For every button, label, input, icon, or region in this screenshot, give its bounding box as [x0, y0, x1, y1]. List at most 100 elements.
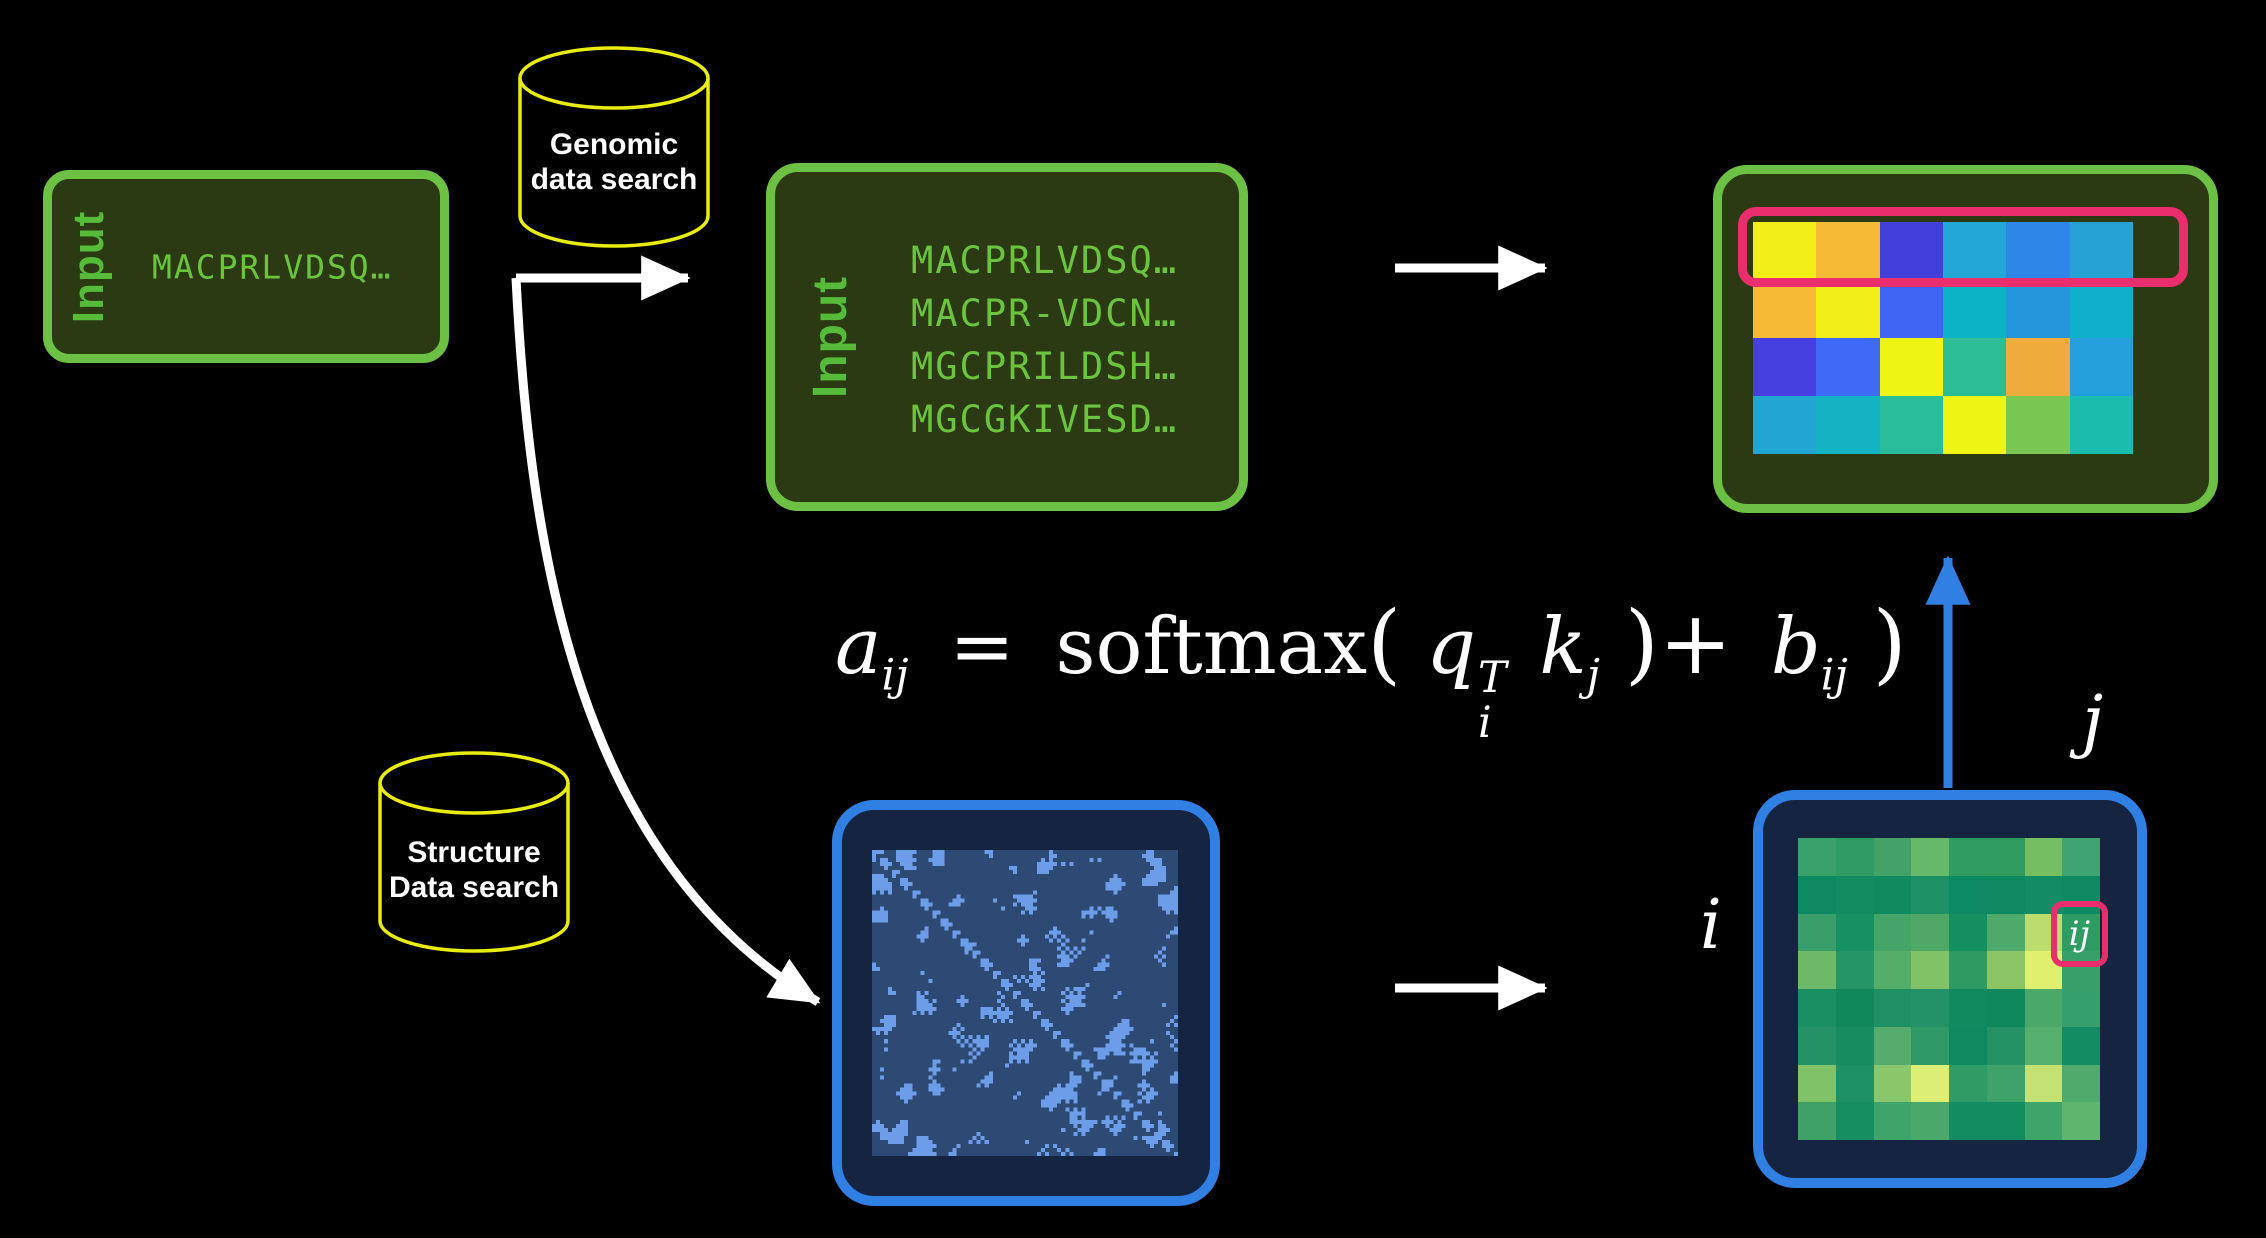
attention-heatmap-cell — [2069, 280, 2133, 338]
attention-row-highlight — [1738, 207, 2188, 287]
pair-heatmap-cell — [2024, 1102, 2063, 1140]
pair-heatmap-cell — [1949, 1102, 1987, 1140]
structure-db-label-line1: Structure — [407, 836, 541, 869]
pair-heatmap-cell — [1949, 951, 1987, 989]
genomic-database: Genomic data search — [513, 36, 715, 256]
structure-db-label-line2: Data search — [388, 870, 560, 904]
pair-cell-highlight-label: ij — [2068, 914, 2091, 954]
formula-close-paren: ) — [1872, 592, 1907, 694]
attention-heatmap-cell — [1753, 222, 1817, 280]
pair-heatmap-cell — [1949, 1064, 1987, 1103]
msa-sequence-line: MACPR-VDCN… — [911, 292, 1179, 335]
msa-sequence-line: MACPRLVDSQ… — [911, 239, 1179, 282]
pair-heatmap-cell — [1949, 838, 1987, 876]
pair-heatmap-cell — [1986, 989, 2025, 1027]
formula-softmax: softmax — [1055, 602, 1368, 692]
pair-heatmap-cell — [1835, 989, 1874, 1027]
pair-heatmap-cell — [1873, 951, 1912, 989]
msa-input-label: Input — [804, 275, 857, 399]
pair-heatmap-cell — [1911, 1102, 1949, 1140]
attention-heatmap-cell — [2069, 338, 2133, 396]
attention-heatmap-cell — [1942, 338, 2007, 396]
attention-heatmap-cell — [1816, 396, 1880, 454]
attention-heatmap-cell — [2006, 222, 2070, 280]
pair-heatmap-cell — [1986, 951, 2025, 989]
formula-open-paren: ( — [1367, 592, 1402, 694]
pair-heatmap-cell — [1873, 1064, 1912, 1103]
pair-heatmap-cell — [1986, 838, 2025, 876]
pair-heatmap-cell — [2062, 989, 2100, 1027]
attention-heatmap-cell — [1816, 222, 1880, 280]
pair-heatmap-cell — [2062, 1064, 2100, 1103]
pair-heatmap-cell — [2062, 951, 2100, 989]
pair-heatmap-cell — [1873, 838, 1912, 876]
pair-heatmap-cell — [1911, 951, 1949, 989]
pair-heatmap-cell — [1835, 875, 1874, 914]
attention-heatmap-cell — [1816, 280, 1880, 338]
formula-bias-sub: ij — [1820, 650, 1848, 701]
pair-heatmap-cell — [1798, 875, 1836, 914]
pair-heatmap-cell — [1986, 1102, 2025, 1140]
row-index-label: i — [1700, 886, 1722, 965]
contact-map-canvas — [872, 850, 1178, 1156]
pair-heatmap-cell — [2062, 1102, 2100, 1140]
attention-heatmap-cell — [1879, 280, 1943, 338]
pair-heatmap-cell — [2062, 1026, 2100, 1065]
attention-heatmap-cell — [2006, 396, 2070, 454]
attention-heatmap-cell — [2069, 396, 2133, 454]
msa-input-box: Input MACPRLVDSQ… MACPR-VDCN… MGCPRILDSH… — [766, 163, 1248, 511]
attention-heatmap-cell — [2006, 280, 2070, 338]
attention-heatmap-cell — [1816, 338, 1880, 396]
attention-heatmap — [1753, 222, 2133, 454]
pair-cell-highlight: ij — [2051, 901, 2108, 967]
attention-heatmap-cell — [2006, 338, 2070, 396]
attention-heatmap-cell — [1879, 338, 1943, 396]
attention-heatmap-cell — [1753, 338, 1817, 396]
pair-heatmap-cell — [2062, 838, 2100, 876]
pair-heatmap-cell — [1873, 1102, 1912, 1140]
pair-heatmap-cell — [1949, 875, 1987, 914]
pair-heatmap-cell — [1873, 875, 1912, 914]
pair-heatmap-cell — [1835, 951, 1874, 989]
structure-database: Structure Data search — [373, 741, 575, 961]
pair-heatmap-cell — [2024, 1064, 2063, 1103]
genomic-db-label-line1: Genomic — [549, 128, 679, 161]
structure-db-label: Structure Data search — [373, 836, 575, 905]
pair-heatmap-cell — [1798, 838, 1836, 876]
pair-heatmap-cell — [1986, 875, 2025, 914]
pair-heatmap-cell — [1949, 989, 1987, 1027]
pair-heatmap-cell — [1798, 1026, 1836, 1065]
pair-heatmap-cell — [1911, 989, 1949, 1027]
pair-heatmap-cell — [1798, 913, 1836, 952]
formula-lhs: a — [835, 602, 882, 692]
formula-close-plus: )+ — [1624, 592, 1733, 694]
pair-heatmap-cell — [1835, 838, 1874, 876]
formula-q-sup: T — [1478, 653, 1507, 704]
pair-heatmap-cell — [1798, 989, 1836, 1027]
formula-k: k — [1539, 602, 1587, 692]
formula-lhs-sub: ij — [881, 650, 909, 701]
attention-heatmap-cell — [2069, 222, 2133, 280]
pair-heatmap-cell — [1986, 1026, 2025, 1065]
pair-heatmap-cell — [1835, 1064, 1874, 1103]
pair-heatmap-cell — [1986, 1064, 2025, 1103]
pair-heatmap-cell — [2024, 989, 2063, 1027]
msa-sequence-list: MACPRLVDSQ… MACPR-VDCN… MGCPRILDSH… MGCG… — [911, 234, 1178, 446]
pair-heatmap-cell — [1949, 913, 1987, 952]
attention-heatmap-cell — [1942, 222, 2007, 280]
query-input-label: Input — [64, 210, 113, 323]
attention-heatmap-cell — [1942, 280, 2007, 338]
pair-heatmap-cell — [1798, 1102, 1836, 1140]
query-input-box: Input MACPRLVDSQ… — [43, 170, 449, 363]
attention-heatmap-cell — [1879, 222, 1943, 280]
pair-heatmap-cell — [2062, 913, 2100, 952]
attention-heatmap-cell — [1879, 396, 1943, 454]
formula-q-sub: i — [1478, 698, 1492, 749]
pair-heatmap-cell — [1911, 913, 1949, 952]
pair-heatmap-cell — [1873, 1026, 1912, 1065]
pair-heatmap-cell — [1949, 1026, 1987, 1065]
attention-heatmap-cell — [1753, 280, 1817, 338]
